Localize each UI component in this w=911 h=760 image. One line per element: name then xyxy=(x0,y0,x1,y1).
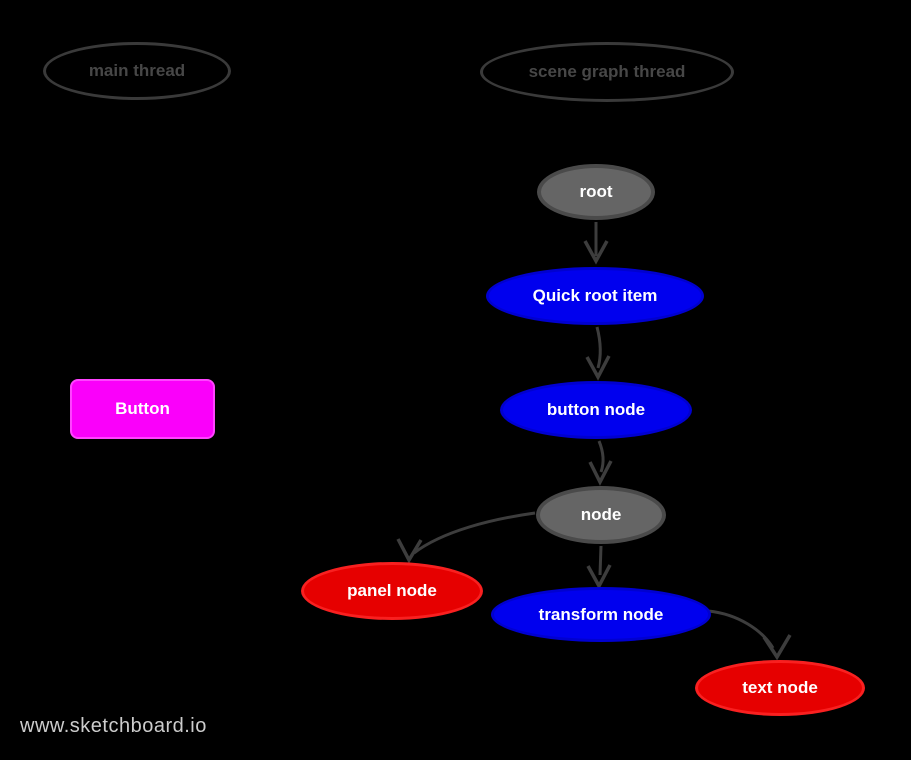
node-quick-root-item-label: Quick root item xyxy=(532,286,658,305)
main-thread-ellipse[interactable]: main thread xyxy=(43,42,231,100)
edge-node-to-transform-node[interactable] xyxy=(586,545,612,590)
node-panel-node[interactable]: panel node xyxy=(301,562,483,620)
node-root-label: root xyxy=(579,182,613,201)
button-shape[interactable]: Button xyxy=(70,379,215,439)
node-panel-node-label: panel node xyxy=(347,581,437,600)
sketchboard-watermark: www.sketchboard.io xyxy=(20,715,207,737)
node-node-label: node xyxy=(580,505,622,524)
button-shape-label: Button xyxy=(115,399,170,418)
node-button-node-label: button node xyxy=(546,400,646,419)
edge-root-to-quick-root-item[interactable] xyxy=(583,222,609,265)
main-thread-label: main thread xyxy=(88,61,186,80)
node-button-node[interactable]: button node xyxy=(500,381,692,439)
edge-node-to-panel-node[interactable] xyxy=(396,511,536,564)
edge-quick-root-item-to-button-node[interactable] xyxy=(585,326,611,381)
node-transform-node[interactable]: transform node xyxy=(491,587,711,642)
edge-button-node-to-node[interactable] xyxy=(588,440,613,486)
node-text-node-label: text node xyxy=(742,678,818,697)
node-quick-root-item[interactable]: Quick root item xyxy=(486,267,704,325)
scene-graph-thread-label: scene graph thread xyxy=(528,62,686,81)
node-text-node[interactable]: text node xyxy=(695,660,865,716)
node-node[interactable]: node xyxy=(536,486,666,544)
edge-transform-node-to-text-node[interactable] xyxy=(707,609,792,661)
node-transform-node-label: transform node xyxy=(538,604,664,624)
node-root[interactable]: root xyxy=(537,164,655,220)
scene-graph-thread-ellipse[interactable]: scene graph thread xyxy=(480,42,734,102)
